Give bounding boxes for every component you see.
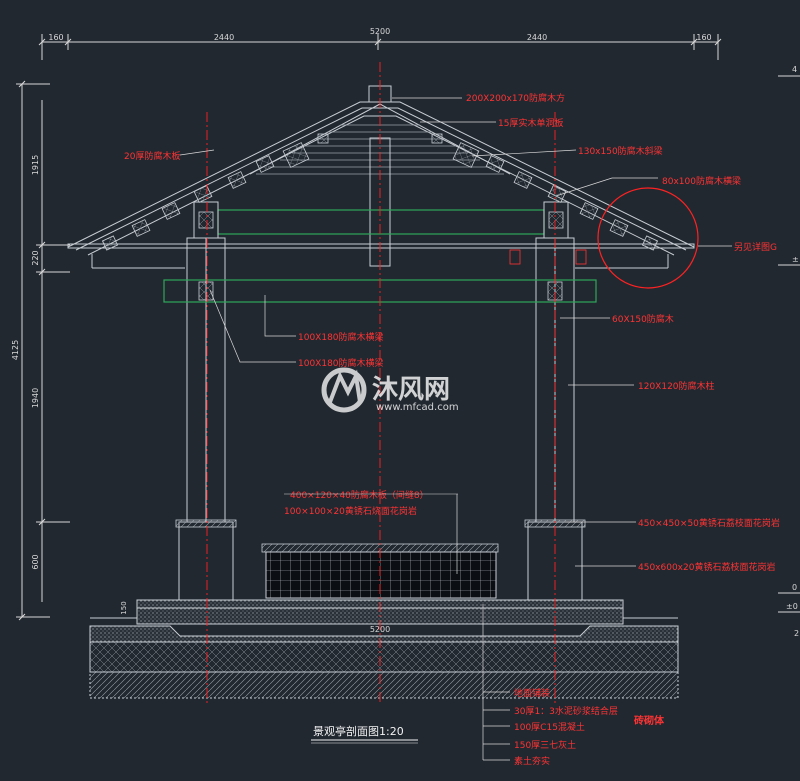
layer-2: 30厚1：3水泥砂浆结合层: [514, 705, 618, 717]
right-edge-marks: [778, 75, 800, 613]
beam-block-right: [548, 211, 564, 229]
label-granite-600: 450x600x20黄锈石荔枝面花岗岩: [638, 561, 775, 573]
watermark-logo-icon: [321, 367, 367, 413]
edge-mark-4: ±0: [786, 602, 798, 611]
top-dimension: [38, 34, 722, 60]
label-bench-granite: 100×100×20黄锈石烧面花岗岩: [284, 505, 417, 517]
label-beam-1: 100X180防腐木横梁: [298, 331, 384, 343]
beam-block-left: [198, 211, 214, 229]
drawing-title: 景观亭剖面图1:20: [313, 724, 404, 738]
left-dim-segment-4: 600: [31, 554, 40, 569]
lower-beam-block-left: [198, 281, 214, 301]
left-dimension: [16, 80, 70, 621]
foundation: [89, 599, 679, 699]
detail-callout-circle: [597, 187, 699, 289]
label-beam-2: 100X180防腐木横梁: [298, 357, 384, 369]
top-dim-segment-2: 2440: [214, 33, 234, 42]
layer-1: 地面铺装: [514, 687, 550, 699]
bracket-right: [509, 249, 521, 265]
bench-body: [265, 551, 497, 599]
watermark-brand: 沐风网: [372, 375, 450, 405]
edge-mark-1: 4: [792, 65, 797, 74]
label-60x150: 60X150防腐木: [612, 313, 674, 325]
label-brick: 砖砌体: [634, 714, 665, 727]
edge-mark-5: 2: [794, 629, 799, 638]
watermark-url: www.mfcad.com: [376, 402, 459, 413]
top-total-dimension: 5200: [370, 27, 390, 36]
label-granite-450: 450×450×50黄锈石荔枝面花岗岩: [638, 517, 780, 529]
label-bench-slat: 400×120×40防腐木板（间缝8）: [290, 489, 429, 501]
label-detail-ref: 另见详图G: [734, 241, 777, 253]
upper-beam: [217, 209, 545, 235]
layer-4: 150厚三七灰土: [514, 739, 576, 751]
bracket-right-2: [575, 249, 587, 265]
left-dim-segment-3: 1940: [31, 388, 40, 408]
top-dim-segment-3: 2440: [527, 33, 547, 42]
left-total-dimension: 4125: [11, 340, 20, 360]
axis-lines: [206, 62, 556, 705]
layer-3: 100厚C15混凝土: [514, 721, 585, 733]
leader-lines: [179, 97, 732, 761]
top-dim-segment-4: 160: [696, 33, 711, 42]
edge-mark-2: ±: [792, 255, 799, 264]
label-column: 120X120防腐木柱: [638, 380, 715, 392]
top-dim-segment-1: 160: [48, 33, 63, 42]
label-cross-beam: 80x100防腐木横梁: [662, 175, 741, 187]
label-roof-board: 15厚实木单洞板: [498, 117, 563, 129]
left-dim-segment-1: 1915: [31, 155, 40, 175]
watermark: 沐风网 www.mfcad.com: [321, 367, 459, 413]
left-dim-segment-2: 220: [31, 250, 40, 265]
label-diagonal-beam: 130x150防腐木斜梁: [578, 145, 663, 157]
edge-mark-3: 0: [792, 583, 797, 592]
label-wood-board: 20厚防腐木板: [124, 150, 180, 162]
layer-5: 素土夯实: [514, 755, 550, 767]
roof: [67, 85, 695, 269]
label-finial: 200X200x170防腐木方: [466, 92, 565, 104]
column-base-cap-left: [175, 519, 237, 528]
step-height: 150: [120, 601, 128, 614]
